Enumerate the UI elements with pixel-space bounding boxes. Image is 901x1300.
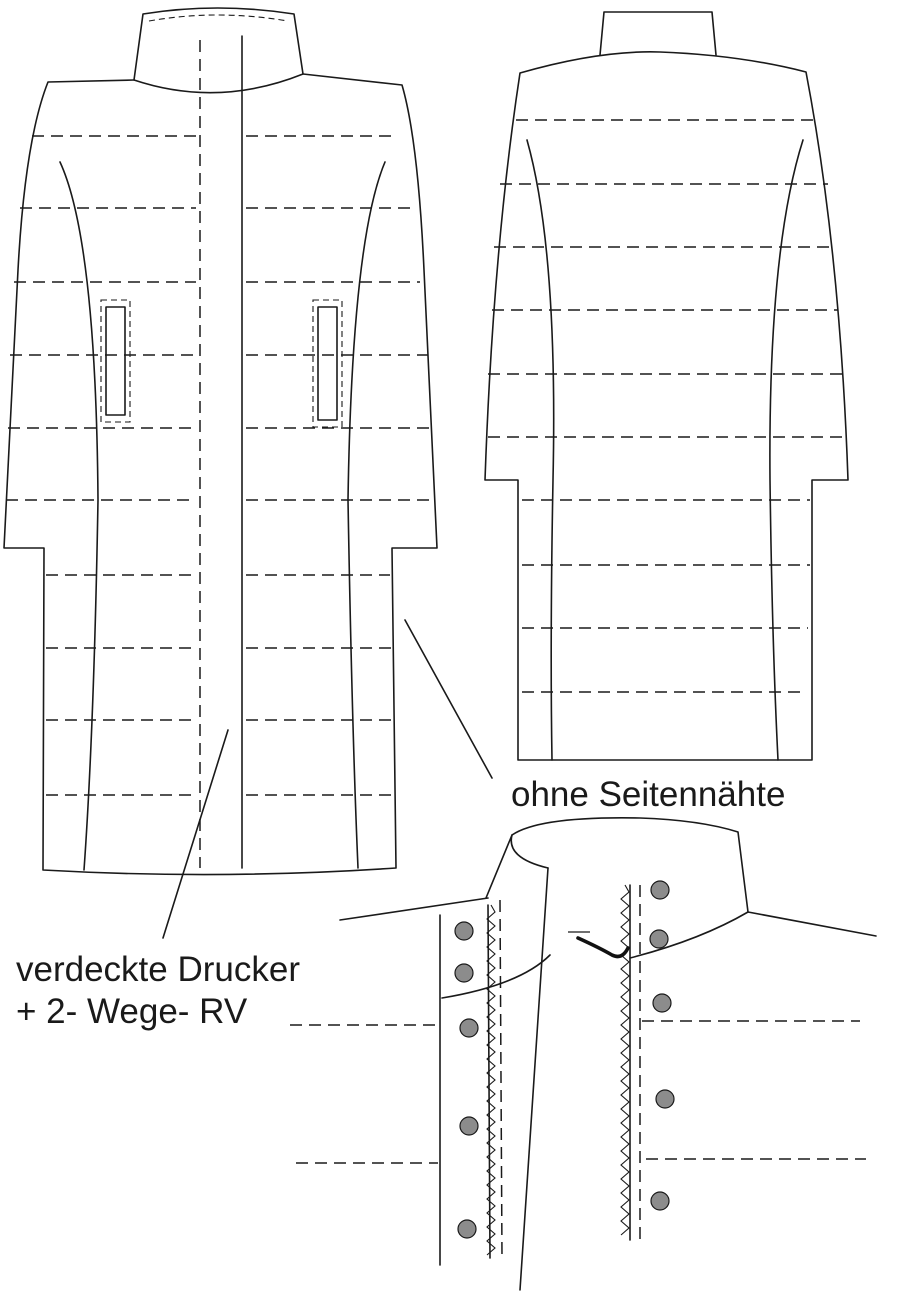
snap-button <box>459 1116 479 1136</box>
snap-button <box>650 1191 670 1211</box>
front-quilting-lines <box>6 135 434 796</box>
detail-collar-bottom-left <box>441 954 551 999</box>
front-stand-collar <box>133 7 304 94</box>
detail-shoulder-right <box>747 911 877 937</box>
zipper-snap-detail <box>290 817 877 1291</box>
coat-front-view <box>3 7 438 876</box>
detail-left-stitch <box>499 899 503 1259</box>
detail-snap-buttons <box>454 880 675 1239</box>
front-collar-topstitch <box>148 14 289 22</box>
detail-collar-left-edge <box>519 867 549 1291</box>
detail-quilting-lines <box>290 1020 866 1164</box>
label-hidden-snaps-line1: verdeckte Drucker <box>16 950 300 989</box>
snap-button <box>652 993 672 1013</box>
callout-line-side-seams <box>404 619 493 779</box>
back-collar <box>599 11 717 56</box>
zipper-pull <box>576 936 630 959</box>
snap-button <box>457 1219 477 1239</box>
callout-line-hidden-snaps <box>162 729 229 939</box>
snap-button <box>454 963 474 983</box>
label-hidden-snaps-line2: + 2- Wege- RV <box>16 992 248 1031</box>
detail-left-zip-tape <box>487 904 491 1259</box>
detail-collar-inner <box>485 834 513 899</box>
snap-button <box>459 1018 479 1038</box>
front-left-panel-seam <box>59 161 99 871</box>
detail-collar-fold <box>510 817 749 913</box>
front-left-pocket-stitch <box>100 299 131 423</box>
detail-shoulder-left <box>339 897 489 921</box>
detail-collar-bottom-right <box>629 911 749 959</box>
back-quilting-lines <box>488 119 844 693</box>
coat-back-view <box>484 11 849 761</box>
back-right-panel-seam <box>769 139 804 761</box>
snap-button <box>650 880 670 900</box>
front-left-welt-pocket <box>105 306 126 416</box>
snap-button <box>655 1089 675 1109</box>
back-left-panel-seam <box>526 139 555 761</box>
detail-right-zipper-teeth <box>620 884 630 1236</box>
snap-button <box>454 921 474 941</box>
front-right-panel-seam <box>347 161 386 869</box>
snap-button <box>649 929 669 949</box>
back-coat-outline <box>484 51 849 761</box>
front-right-welt-pocket <box>317 306 338 421</box>
detail-left-zipper-teeth <box>486 904 496 1256</box>
front-coat-outline <box>3 73 438 876</box>
label-no-side-seams: ohne Seitennähte <box>511 775 785 814</box>
front-right-pocket-stitch <box>312 299 343 428</box>
